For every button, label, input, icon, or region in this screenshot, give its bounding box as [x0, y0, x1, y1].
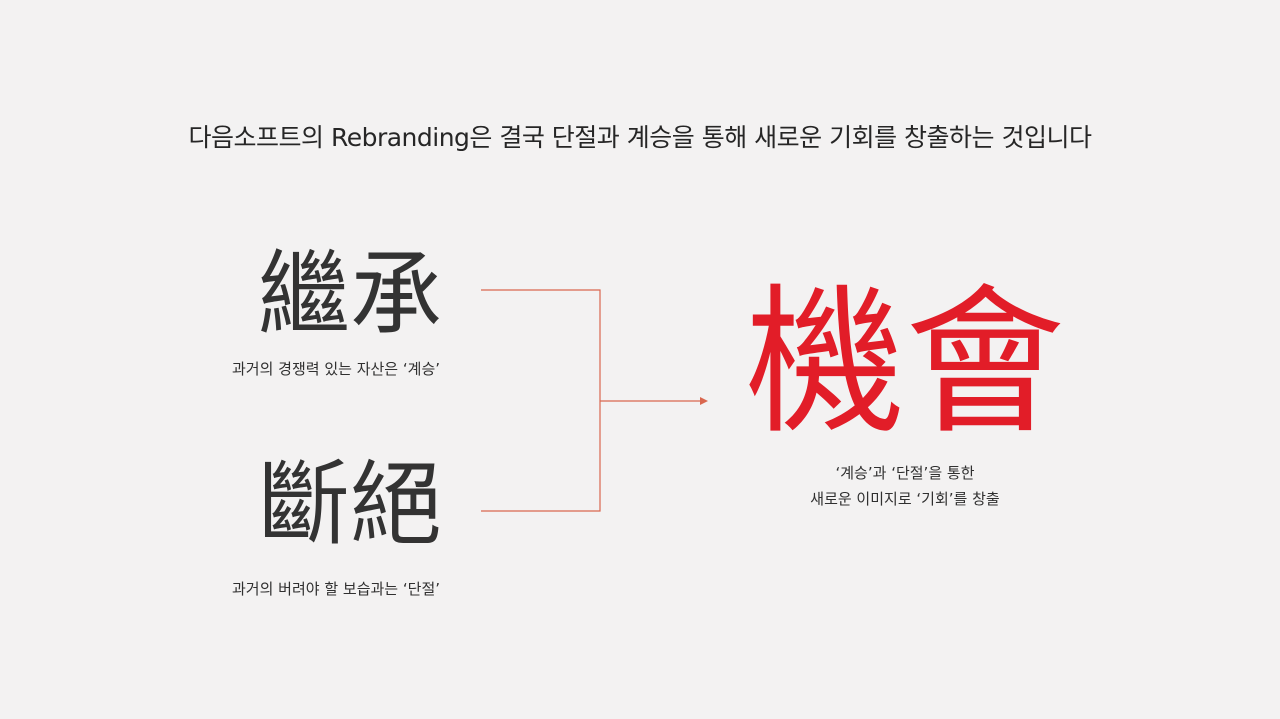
inheritance-caption: 과거의 경쟁력 있는 자산은 ‘계승’ [232, 360, 441, 378]
disconnection-caption: 과거의 버려야 할 보습과는 ‘단절’ [232, 580, 441, 598]
opportunity-caption-line2: 새로운 이미지로 ‘기회’를 창출 [810, 490, 1000, 508]
opportunity-hanja: 機會 [744, 269, 1065, 456]
inheritance-hanja: 繼承 [257, 241, 442, 348]
arrow-head-icon [700, 397, 708, 405]
opportunity-caption: ‘계승’과 ‘단절’을 통한 새로운 이미지로 ‘기회’를 창출 [735, 460, 1075, 512]
connector-bracket [481, 289, 601, 512]
disconnection-hanja: 斷絕 [257, 451, 442, 558]
headline: 다음소프트의 Rebranding은 결국 단절과 계승을 통해 새로운 기회를… [188, 123, 1093, 152]
opportunity-caption-line1: ‘계승’과 ‘단절’을 통한 [835, 464, 975, 482]
